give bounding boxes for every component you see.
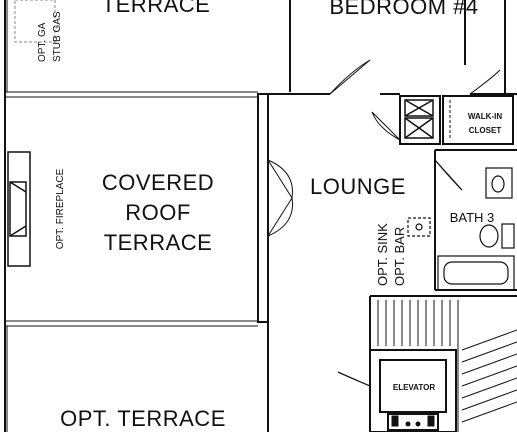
room-label-bedroom4: BEDROOM #4 bbox=[329, 0, 478, 19]
bath-door-icon bbox=[434, 159, 463, 191]
room-label-walkin-2: CLOSET bbox=[469, 126, 502, 135]
gas-stub-outline bbox=[14, 0, 56, 43]
room-label-elevator: ELEVATOR bbox=[393, 383, 435, 392]
note-opt-bar: OPT. BAR bbox=[392, 227, 407, 286]
mechanical-chase-icon bbox=[404, 99, 434, 139]
note-opt-gas-2: STUB GAS bbox=[52, 11, 63, 62]
double-door-icon bbox=[267, 159, 293, 237]
elevator-shaft bbox=[369, 349, 457, 432]
room-label-covered-3: TERRACE bbox=[104, 230, 213, 255]
note-opt-fireplace: OPT. FIREPLACE bbox=[55, 168, 66, 249]
note-opt-gas-1: OPT. GA bbox=[37, 22, 48, 62]
note-opt-sink: OPT. SINK bbox=[375, 223, 390, 286]
room-label-walkin-1: WALK-IN bbox=[468, 112, 502, 121]
terrace-wall bbox=[257, 93, 269, 323]
toilet-icon bbox=[479, 224, 499, 248]
opt-sink-icon bbox=[407, 217, 431, 237]
fireplace-icon bbox=[7, 151, 31, 267]
room-label-covered-1: COVERED bbox=[102, 170, 214, 195]
room-label-terrace-top: TERRACE bbox=[102, 0, 211, 17]
vanity-icon bbox=[485, 167, 513, 199]
room-label-lounge: LOUNGE bbox=[310, 174, 406, 199]
closet-door-icon bbox=[371, 69, 501, 141]
stair-door-icon bbox=[337, 371, 371, 387]
bathtub-icon bbox=[437, 255, 515, 291]
room-label-bath3: BATH 3 bbox=[450, 210, 495, 225]
room-label-opt-terrace: OPT. TERRACE bbox=[60, 406, 226, 431]
entry-door-icon bbox=[329, 59, 371, 95]
room-label-covered-2: ROOF bbox=[125, 200, 191, 225]
closet-walls bbox=[442, 95, 514, 145]
stairs-icon bbox=[377, 300, 517, 432]
